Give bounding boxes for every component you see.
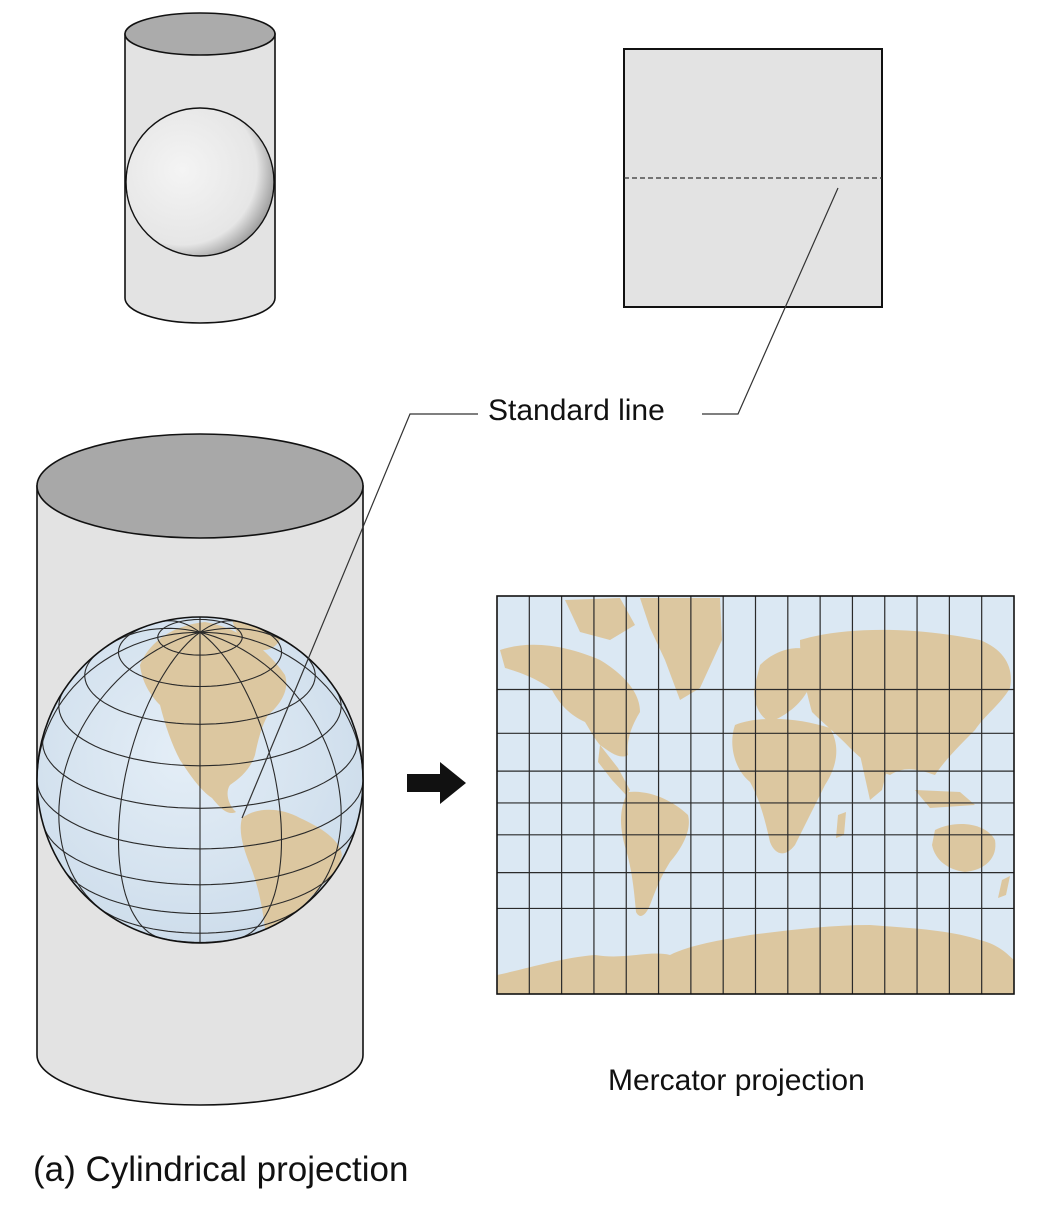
mercator-projection-label: Mercator projection — [608, 1064, 865, 1097]
globe-parallel — [96, 905, 304, 934]
globe-meridian — [199, 631, 342, 914]
mercator-land-north-america — [500, 644, 640, 757]
mercator-land-africa — [732, 718, 837, 854]
mercator-land-new-zealand — [998, 876, 1010, 898]
mercator-land-greenland — [640, 598, 722, 700]
globe-land — [140, 617, 342, 943]
mercator-land-australia — [932, 824, 996, 872]
globe-parallel — [58, 691, 342, 767]
globe-land-north-america — [140, 622, 287, 814]
mercator-land-madagascar — [836, 812, 846, 838]
mercator-land-central-america — [598, 745, 630, 795]
globe-parallel — [84, 653, 316, 725]
globe-land-south-america — [240, 809, 342, 943]
globe-outline — [36, 616, 364, 944]
globe-parallel — [37, 782, 363, 850]
mercator-land-south-america — [621, 791, 689, 916]
mercator-graticule — [497, 596, 1014, 994]
small-sphere — [125, 107, 275, 257]
globe-parallel — [157, 618, 243, 656]
globe — [36, 616, 364, 944]
globe-meridian — [58, 631, 201, 914]
globe-graticule — [37, 617, 363, 943]
mercator-land-india — [860, 755, 890, 800]
globe-parallel — [42, 734, 358, 809]
flat-sheet — [623, 48, 883, 308]
globe-parallel — [117, 622, 283, 688]
small-cylinder-top — [124, 12, 276, 56]
large-cylinder-top — [36, 433, 364, 539]
mercator-land-europe — [754, 648, 816, 722]
standard-line-label: Standard line — [488, 394, 665, 427]
mercator-land-arctic-islands — [565, 598, 635, 640]
mercator-outline — [496, 595, 1015, 995]
leader-to-globe — [241, 413, 478, 819]
right-arrow-icon — [407, 762, 466, 804]
standard-line-leaders — [241, 187, 839, 819]
small-cylinder — [124, 12, 276, 324]
leader-to-sheet — [702, 187, 839, 415]
globe-parallel — [65, 871, 335, 915]
mercator-map — [496, 595, 1015, 995]
globe-parallel — [42, 825, 358, 886]
figure-caption: (a) Cylindrical projection — [33, 1150, 409, 1189]
